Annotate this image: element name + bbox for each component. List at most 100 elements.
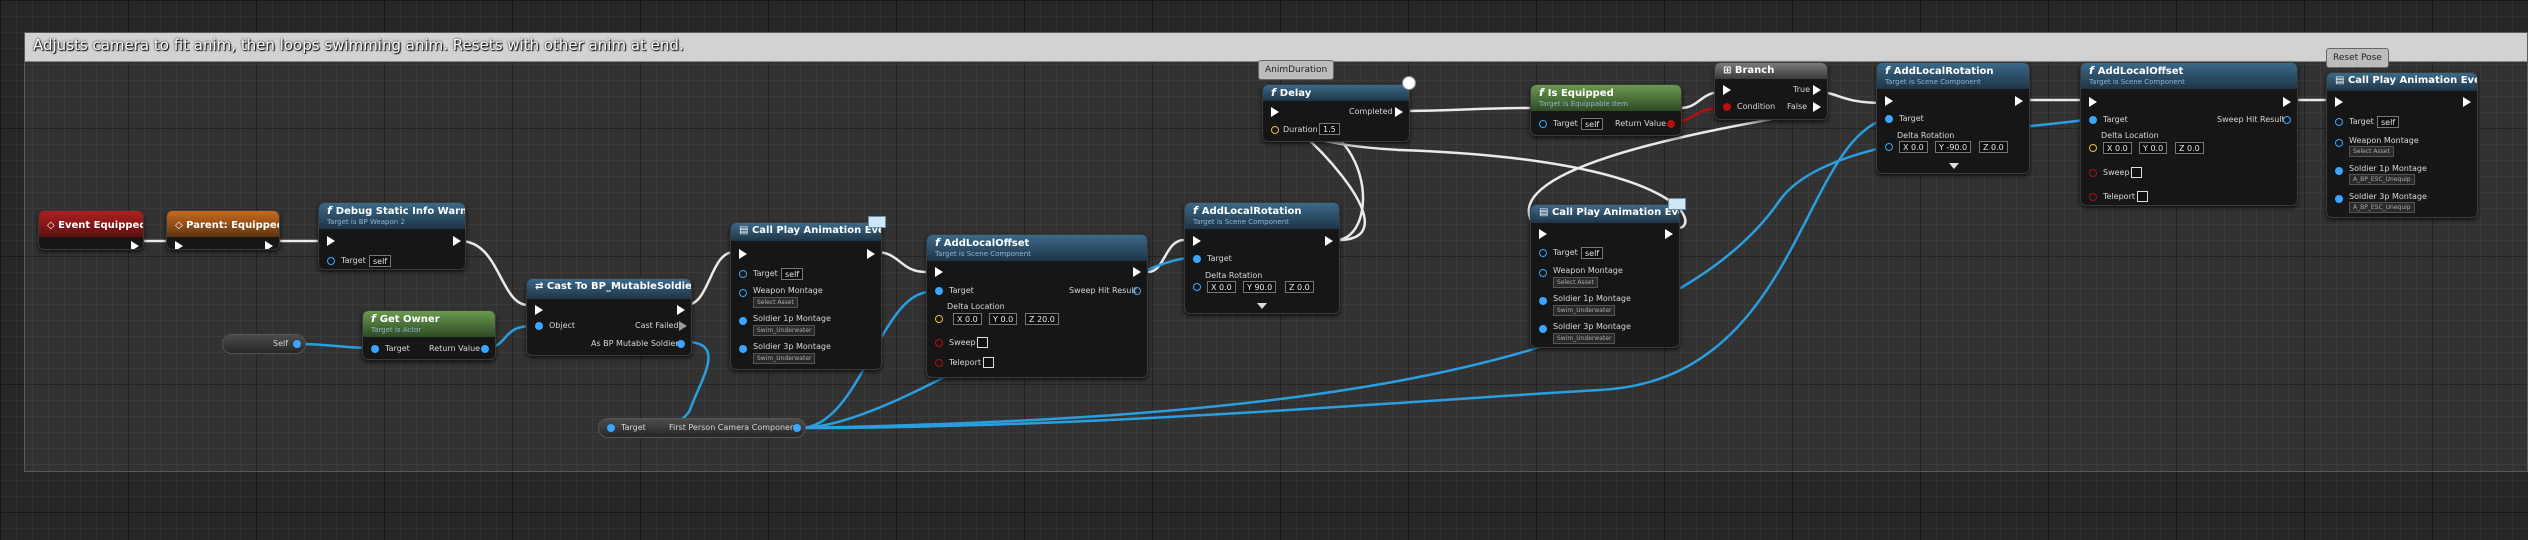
parent-equipped-header[interactable]: ◇ Parent: Equipped <box>167 211 279 237</box>
completed-pin[interactable] <box>1395 107 1403 117</box>
teleport-checkbox[interactable] <box>2137 191 2148 202</box>
cast-node[interactable]: ⇄ Cast To BP_MutableSoldier Object Cast … <box>526 278 692 356</box>
exec-in-pin[interactable] <box>1271 107 1279 117</box>
delta-z-field[interactable]: Z 0.0 <box>2175 142 2204 154</box>
delta-location-pin[interactable] <box>935 315 943 323</box>
exec-out-pin[interactable] <box>265 241 273 249</box>
anim-duration-tag[interactable]: AnimDuration <box>1258 60 1335 80</box>
exec-in-pin[interactable] <box>2089 97 2097 107</box>
exec-in-pin[interactable] <box>1539 229 1547 239</box>
target-pin[interactable] <box>2335 118 2343 126</box>
soldier-1p-dropdown[interactable]: Swim_Underwater <box>1553 305 1616 316</box>
self-out-pin[interactable] <box>293 340 301 348</box>
exec-in-pin[interactable] <box>327 236 335 246</box>
exec-out-pin[interactable] <box>131 241 139 249</box>
soldier-1p-pin[interactable] <box>1539 297 1547 305</box>
soldier-3p-dropdown[interactable]: Swim_Underwater <box>753 353 816 364</box>
soldier-1p-dropdown[interactable]: Swim_Underwater <box>753 325 816 336</box>
exec-out-pin[interactable] <box>2463 97 2471 107</box>
exec-in-pin[interactable] <box>739 249 747 259</box>
target-value[interactable]: self <box>369 255 392 267</box>
object-pin[interactable] <box>535 322 543 330</box>
exec-in-pin[interactable] <box>1193 236 1201 246</box>
true-pin[interactable] <box>1813 85 1821 95</box>
parent-equipped-node[interactable]: ◇ Parent: Equipped <box>166 210 280 250</box>
soldier-3p-pin[interactable] <box>739 345 747 353</box>
target-pin[interactable] <box>1193 255 1201 263</box>
delta-x-field[interactable]: X 0.0 <box>953 313 982 325</box>
camera-out-pin[interactable] <box>793 424 801 432</box>
call-play-2-header[interactable]: ▤ Call Play Animation Event <box>1531 205 1679 223</box>
return-value-pin[interactable] <box>1667 120 1675 128</box>
delta-location-pin[interactable] <box>2089 144 2097 152</box>
call-play-animation-2-node[interactable]: ▤ Call Play Animation Event Target self … <box>1530 204 1680 348</box>
duration-field[interactable]: 1.5 <box>1319 123 1340 135</box>
duration-pin[interactable] <box>1271 126 1279 134</box>
soldier-1p-pin[interactable] <box>739 317 747 325</box>
call-play-animation-3-node[interactable]: ▤ Call Play Animation Event Target self … <box>2326 72 2478 218</box>
sweep-checkbox[interactable] <box>2131 167 2142 178</box>
target-value[interactable]: self <box>781 268 804 280</box>
target-pin[interactable] <box>327 257 335 265</box>
as-soldier-pin[interactable] <box>677 340 685 348</box>
delta-rotation-pin[interactable] <box>1885 143 1893 151</box>
teleport-checkbox[interactable] <box>983 357 994 368</box>
rot-z-field[interactable]: Z 0.0 <box>1285 281 1314 293</box>
teleport-pin[interactable] <box>935 359 943 367</box>
exec-in-pin[interactable] <box>535 305 543 315</box>
rot-x-field[interactable]: X 0.0 <box>1899 141 1928 153</box>
target-value[interactable]: self <box>1581 118 1604 130</box>
reset-pose-tag[interactable]: Reset Pose <box>2326 48 2389 68</box>
target-pin[interactable] <box>607 424 615 432</box>
cast-failed-pin[interactable] <box>679 321 687 331</box>
rot-x-field[interactable]: X 0.0 <box>1207 281 1236 293</box>
call-play-animation-1-node[interactable]: ▤ Call Play Animation Event Target self … <box>730 222 882 370</box>
target-pin[interactable] <box>935 287 943 295</box>
sweep-hit-pin[interactable] <box>2283 116 2291 124</box>
teleport-pin[interactable] <box>2089 193 2097 201</box>
delta-x-field[interactable]: X 0.0 <box>2103 142 2132 154</box>
call-play-3-header[interactable]: ▤ Call Play Animation Event <box>2327 73 2477 91</box>
target-pin[interactable] <box>1539 249 1547 257</box>
rot-z-field[interactable]: Z 0.0 <box>1979 141 2008 153</box>
target-pin[interactable] <box>1885 115 1893 123</box>
exec-out-pin[interactable] <box>677 305 685 315</box>
expand-arrow-icon[interactable] <box>1257 303 1267 309</box>
soldier-3p-dropdown[interactable]: A_BP_ESC_Unequip <box>2349 202 2415 213</box>
target-pin[interactable] <box>1539 120 1547 128</box>
delta-z-field[interactable]: Z 20.0 <box>1025 313 1059 325</box>
weapon-montage-dropdown[interactable]: Select Asset <box>2349 146 2394 157</box>
delta-y-field[interactable]: Y 0.0 <box>989 313 1018 325</box>
soldier-1p-dropdown[interactable]: A_BP_ESC_Unequip <box>2349 174 2415 185</box>
sweep-pin[interactable] <box>935 339 943 347</box>
exec-in-pin[interactable] <box>1885 96 1893 106</box>
target-pin[interactable] <box>739 270 747 278</box>
event-equipped-header[interactable]: ◇ Event Equipped <box>39 211 143 237</box>
camera-component-variable-node[interactable]: Target First Person Camera Component <box>598 418 806 438</box>
sweep-checkbox[interactable] <box>977 337 988 348</box>
soldier-1p-pin[interactable] <box>2335 167 2343 175</box>
delta-y-field[interactable]: Y 0.0 <box>2139 142 2168 154</box>
target-value[interactable]: self <box>2377 116 2400 128</box>
sweep-pin[interactable] <box>2089 169 2097 177</box>
weapon-montage-dropdown[interactable]: Select Asset <box>1553 277 1598 288</box>
false-pin[interactable] <box>1813 102 1821 112</box>
rot-y-field[interactable]: Y -90.0 <box>1935 141 1972 153</box>
target-value[interactable]: self <box>1581 247 1604 259</box>
branch-node[interactable]: ⊞ Branch True Condition False <box>1714 62 1828 120</box>
exec-out-pin[interactable] <box>2283 97 2291 107</box>
target-pin[interactable] <box>371 345 379 353</box>
soldier-3p-dropdown[interactable]: Swim_Underwater <box>1553 333 1616 344</box>
